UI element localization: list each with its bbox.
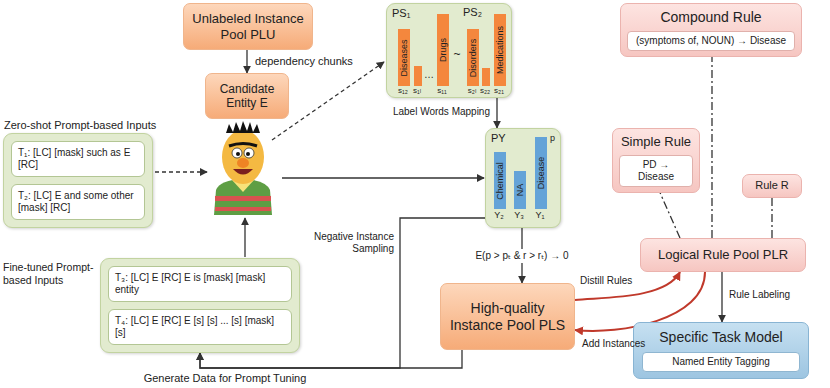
annotation: s₂₁ (494, 86, 504, 96)
heading-text: Zero-shot Prompt-based Inputs (4, 119, 156, 132)
node-text: Disease (537, 157, 546, 190)
edge-label: Rule Labeling (729, 289, 790, 301)
score-bar: Disorders (467, 29, 479, 86)
annotation: s₂₂ (480, 86, 490, 96)
annotation: Y₁ (535, 210, 544, 221)
edge-label: Distill Rules (580, 275, 632, 287)
node-text: Medications (496, 26, 505, 74)
annotation: s₁₁ (437, 86, 446, 96)
heading-text: Specific Task Model (642, 329, 800, 346)
pool-box: Logical Rule Pool PLR (640, 238, 806, 272)
connector (660, 193, 680, 238)
annotation: Y₂ (494, 210, 504, 221)
template-box: T₂: [LC] E and some other [mask] [RC] (11, 184, 145, 220)
annotation: ~ (453, 47, 460, 61)
node-text: Drugs (439, 38, 448, 62)
edge-label: dependency chunks (255, 55, 353, 68)
label-bar: Disease (535, 137, 547, 209)
node-text: PS₂ (463, 6, 482, 19)
node-text: High-quality Instance Pool PLS (447, 300, 568, 334)
annotation: s₂ₗ (468, 86, 476, 96)
connector (575, 272, 680, 300)
edge-label: Negative Instance Sampling (302, 231, 394, 255)
heading-text: Compound Rule (627, 9, 795, 26)
solid-arrow (244, 218, 245, 257)
annotation: Y₃ (514, 210, 524, 221)
connector (711, 57, 712, 238)
task-box: Named Entity Tagging (642, 352, 800, 372)
score-bar: Diseases (398, 29, 410, 86)
score-bar: Medications (494, 14, 506, 86)
rule-example: PD → Disease (619, 155, 693, 187)
connector (496, 98, 497, 128)
connector (771, 198, 772, 238)
prompt-panel: Zero-shot Prompt-based InputsT₁: [LC] [m… (3, 133, 153, 228)
heading-text: Fine-tuned Prompt-based Inputs (3, 261, 97, 286)
template-box: T₁: [LC] [mask] such as E [RC] (11, 141, 145, 177)
node-text: Chemical (496, 162, 505, 200)
rule-example: (symptoms of, NOUN) → Disease (627, 31, 795, 51)
bert-figure (214, 121, 272, 215)
node-text: PD → Disease (624, 159, 688, 183)
solid-arrow (282, 177, 484, 178)
rule-box: Compound Rule (symptoms of, NOUN) → Disea… (620, 3, 802, 57)
edge-label: Add Instances (582, 338, 645, 350)
entity-box: Candidate Entity E (205, 73, 289, 119)
edge-label: Generate Data for Prompt Tuning (144, 372, 307, 385)
prompt-panel: Fine-tuned Prompt-based InputsT₃: [LC] E… (100, 258, 300, 353)
node-text: T₃: [LC] E [RC] E is [mask] [mask] entit… (115, 272, 285, 296)
pool-box: Unlabeled Instance Pool PLU (183, 3, 313, 50)
annotation: s₁₂ (398, 86, 408, 96)
node-text: Unlabeled Instance Pool PLU (190, 11, 306, 42)
score-bar: Drugs (437, 14, 449, 86)
connector (721, 272, 722, 322)
node-text: Candidate Entity E (212, 82, 282, 111)
rule-box: Simple Rule PD → Disease (612, 128, 700, 193)
node-text: (symptoms of, NOUN) → Disease (632, 35, 790, 47)
score-panel: PS₁ PS₂ Diseases Drugs Disorders Medications (386, 3, 512, 98)
node-text: Rule R (755, 179, 789, 192)
node-text: Disorders (469, 38, 478, 77)
node-text: T₁: [LC] [mask] such as E [RC] (18, 147, 138, 171)
rule-box: Rule R (742, 174, 802, 198)
node-text: T₄: [LC] E [RC] E [s] [s] ... [s] [mask]… (115, 315, 285, 339)
node-text: Diseases (400, 39, 409, 76)
template-box: T₄: [LC] E [RC] E [s] [s] ... [s] [mask]… (108, 309, 292, 345)
dashed-arrow (155, 171, 207, 172)
template-box: T₃: [LC] E [RC] E is [mask] [mask] entit… (108, 266, 292, 302)
annotation: p (550, 133, 555, 144)
label-bar: NA (514, 171, 526, 209)
node-text: Logical Rule Pool PLR (658, 247, 788, 263)
edge-label: E(p > pₜ & r > rₜ) → 0 (472, 249, 571, 263)
pool-box: High-quality Instance Pool PLS (440, 283, 575, 350)
node-text: PY (491, 132, 506, 145)
annotation: … (424, 69, 434, 81)
heading-text: Simple Rule (619, 134, 693, 150)
node-text: NA (516, 184, 525, 197)
annotation: s₁ₗ (413, 86, 421, 96)
edge-label: Label Words Mapping (393, 106, 490, 118)
node-text: Named Entity Tagging (647, 356, 795, 368)
node-text: T₂: [LC] E and some other [mask] [RC] (18, 190, 138, 214)
connector (246, 50, 247, 73)
model-box: Specific Task ModelNamed Entity Tagging (633, 322, 809, 379)
node-text: PS₁ (392, 7, 410, 20)
label-bar: Chemical (494, 152, 506, 209)
